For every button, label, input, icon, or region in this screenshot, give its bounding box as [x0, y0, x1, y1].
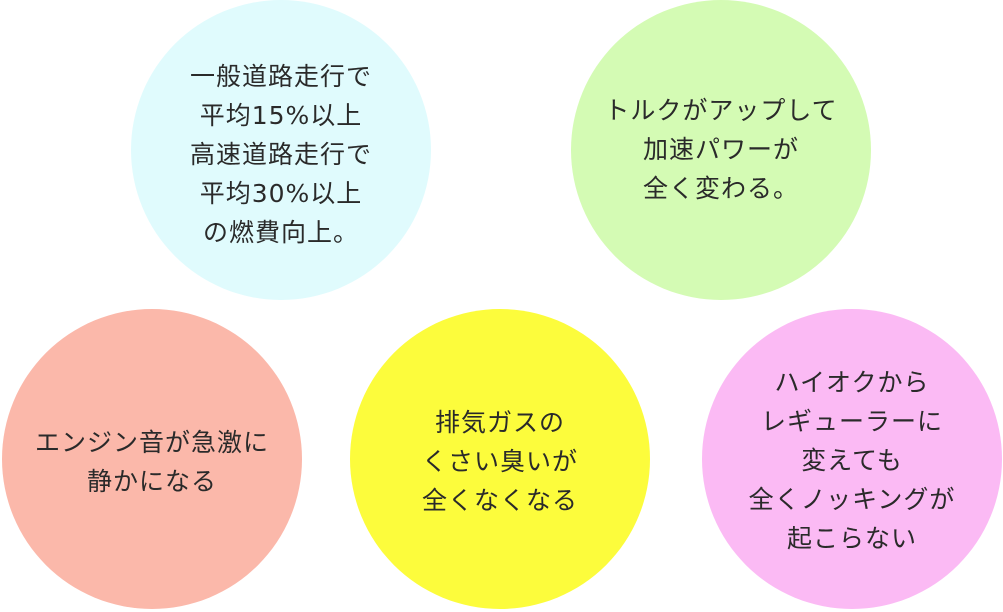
text-line: 一般道路走行で — [189, 61, 372, 91]
text-line: 平均15%以上 — [199, 100, 363, 130]
text-line: 全くなくなる — [421, 485, 578, 515]
knocking-circle: ハイオクから レギューラーに 変えても 全くノッキングが 起こらない — [702, 309, 1002, 609]
engine-noise-text: エンジン音が急激に 静かになる — [35, 423, 269, 501]
text-line: の燃費向上。 — [202, 217, 359, 247]
text-line: 排気ガスの — [434, 407, 565, 437]
text-line: 全く変わる。 — [642, 173, 799, 203]
fuel-efficiency-text: 一般道路走行で 平均15%以上 高速道路走行で 平均30%以上 の燃費向上。 — [190, 57, 372, 252]
fuel-efficiency-circle: 一般道路走行で 平均15%以上 高速道路走行で 平均30%以上 の燃費向上。 — [131, 0, 431, 300]
exhaust-smell-circle: 排気ガスの くさい臭いが 全くなくなる — [350, 309, 650, 609]
text-line: エンジン音が急激に — [34, 428, 269, 457]
knocking-text: ハイオクから レギューラーに 変えても 全くノッキングが 起こらない — [749, 363, 956, 558]
text-line: トルクがアップして — [604, 95, 838, 125]
text-line: 起こらない — [786, 523, 917, 553]
exhaust-smell-text: 排気ガスの くさい臭いが 全くなくなる — [422, 403, 578, 520]
text-line: 静かになる — [86, 467, 217, 496]
text-line: 加速パワーが — [642, 134, 799, 164]
text-line: 全くノッキングが — [748, 484, 956, 514]
torque-text: トルクがアップして 加速パワーが 全く変わる。 — [604, 91, 837, 208]
engine-noise-circle: エンジン音が急激に 静かになる — [2, 309, 302, 609]
text-line: 高速道路走行で — [189, 139, 372, 169]
text-line: 変えても — [801, 445, 903, 475]
text-line: レギューラーに — [760, 406, 943, 436]
torque-circle: トルクがアップして 加速パワーが 全く変わる。 — [571, 0, 871, 300]
text-line: くさい臭いが — [421, 446, 578, 476]
text-line: 平均30%以上 — [199, 178, 363, 208]
text-line: ハイオクから — [774, 367, 930, 397]
